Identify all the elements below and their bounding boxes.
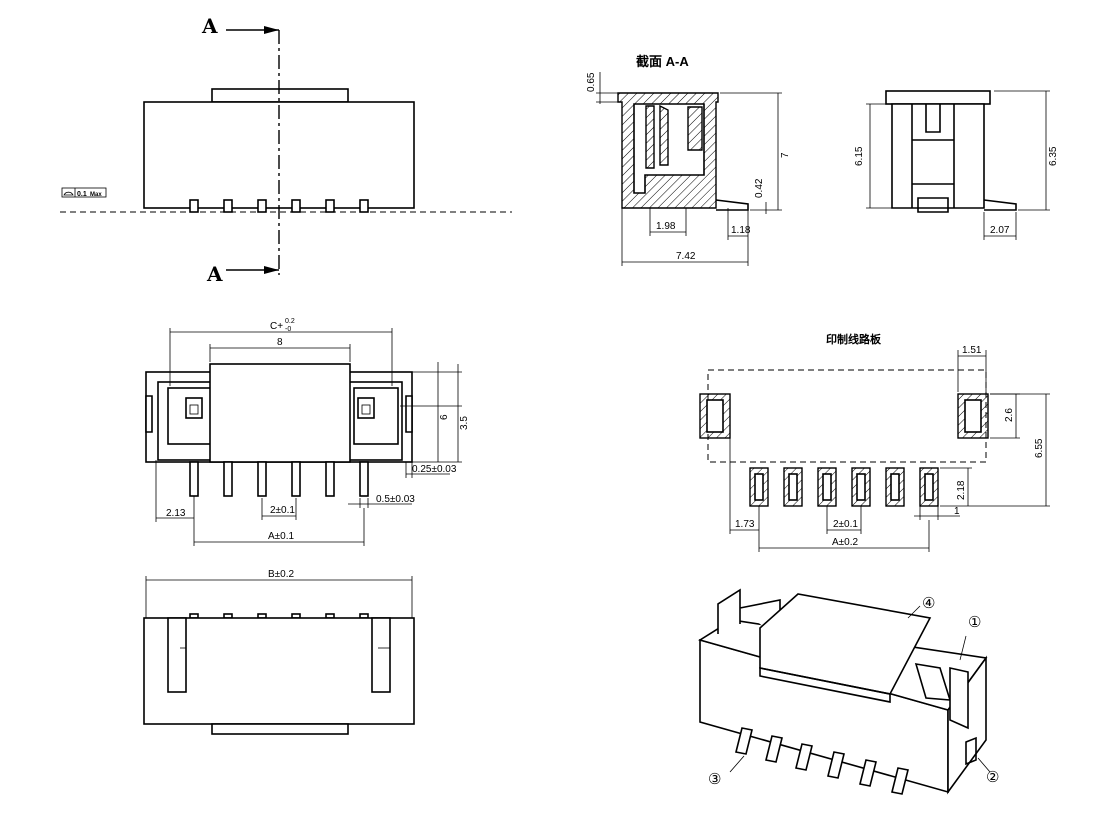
- dim-0.5: 0.5±0.03: [376, 494, 415, 505]
- dim-1.98: 1.98: [656, 221, 676, 232]
- dim-2.13: 2.13: [166, 508, 186, 519]
- dim-c-tol-up: 0.2: [285, 318, 295, 325]
- callout-3: ③: [708, 771, 721, 788]
- dim-2.6: 2.6: [1004, 408, 1015, 422]
- flatness-suffix: Max: [90, 192, 102, 198]
- side-view: A A 0.1 Max: [60, 14, 512, 286]
- dim-6.15: 6.15: [854, 146, 865, 166]
- dim-2-pitch-pcb: 2±0.1: [833, 519, 858, 530]
- dim-2.18: 2.18: [956, 480, 967, 500]
- dim-0.25: 0.25±0.03: [412, 464, 457, 475]
- section-mark-bottom: A: [206, 262, 223, 286]
- dim-6.35: 6.35: [1048, 146, 1059, 166]
- flatness-symbol: 0.1 Max: [61, 187, 107, 198]
- dim-7: 7: [780, 152, 791, 158]
- dim-1.51: 1.51: [962, 345, 982, 356]
- pcb-title: 印制线路板: [826, 332, 882, 346]
- dim-a-pcb: A±0.2: [832, 537, 858, 548]
- dim-b: B±0.2: [268, 569, 294, 580]
- dim-3.5: 3.5: [459, 416, 470, 430]
- side-profile-view: 6.15 6.35 2.07: [854, 90, 1059, 240]
- dim-1.18: 1.18: [731, 225, 751, 236]
- flatness-value: 0.1: [77, 191, 87, 198]
- dim-c: C+: [270, 321, 283, 332]
- top-view: C+ 0.2 -0 8 6 3.5 0.25±0.03 2.13 2±0.1 0…: [145, 318, 470, 546]
- dim-1.73: 1.73: [735, 519, 755, 530]
- dim-0.65: 0.65: [586, 72, 597, 92]
- dim-a: A±0.1: [268, 531, 294, 542]
- isometric-pins: [735, 727, 909, 795]
- pcb-pin-pads: [749, 467, 939, 507]
- dim-2.07: 2.07: [990, 225, 1010, 236]
- dim-c-tol-down: -0: [285, 326, 291, 333]
- dim-0.42: 0.42: [754, 178, 765, 198]
- callout-1: ①: [968, 614, 981, 631]
- dim-6.55: 6.55: [1034, 438, 1045, 458]
- pcb-layout: 印制线路板 1.51 2.6 6.55 2.18 1.73: [699, 332, 1050, 552]
- section-title: 截面 A-A: [636, 54, 689, 69]
- front-view: B±0.2: [143, 569, 415, 735]
- dim-6: 6: [439, 414, 450, 420]
- dim-2-pitch: 2±0.1: [270, 505, 295, 516]
- dim-8: 8: [277, 337, 283, 348]
- dim-1: 1: [954, 506, 960, 517]
- dim-7.42: 7.42: [676, 251, 696, 262]
- section-view: 截面 A-A 0.65 7 0.42 1.98 1.18 7.42: [586, 54, 791, 266]
- top-view-pins: [189, 461, 369, 497]
- callout-2: ②: [986, 769, 999, 786]
- section-mark-top: A: [201, 14, 218, 38]
- isometric-view: ① ② ③ ④: [698, 588, 999, 795]
- callout-4: ④: [922, 595, 935, 612]
